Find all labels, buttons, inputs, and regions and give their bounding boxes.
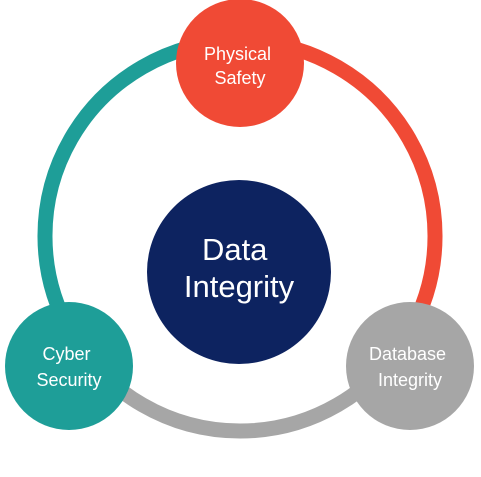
node-cyber-security-circle (5, 302, 133, 430)
center-label-line2: Integrity (184, 269, 295, 304)
center-label: Data Integrity (184, 232, 295, 304)
center-circle (147, 180, 331, 364)
node-database-integrity-label: Database Integrity (369, 344, 451, 390)
node-physical-safety-label: Physical Safety (204, 44, 276, 88)
node-physical-safety: Physical Safety (176, 0, 304, 127)
node-physical-safety-circle (176, 0, 304, 127)
node-cyber-security: Cyber Security (5, 302, 133, 430)
center-label-line1: Data (202, 232, 268, 267)
node-database-integrity-circle (346, 302, 474, 430)
node-cyber-security-label: Cyber Security (36, 344, 101, 390)
node-database-integrity: Database Integrity (346, 302, 474, 430)
